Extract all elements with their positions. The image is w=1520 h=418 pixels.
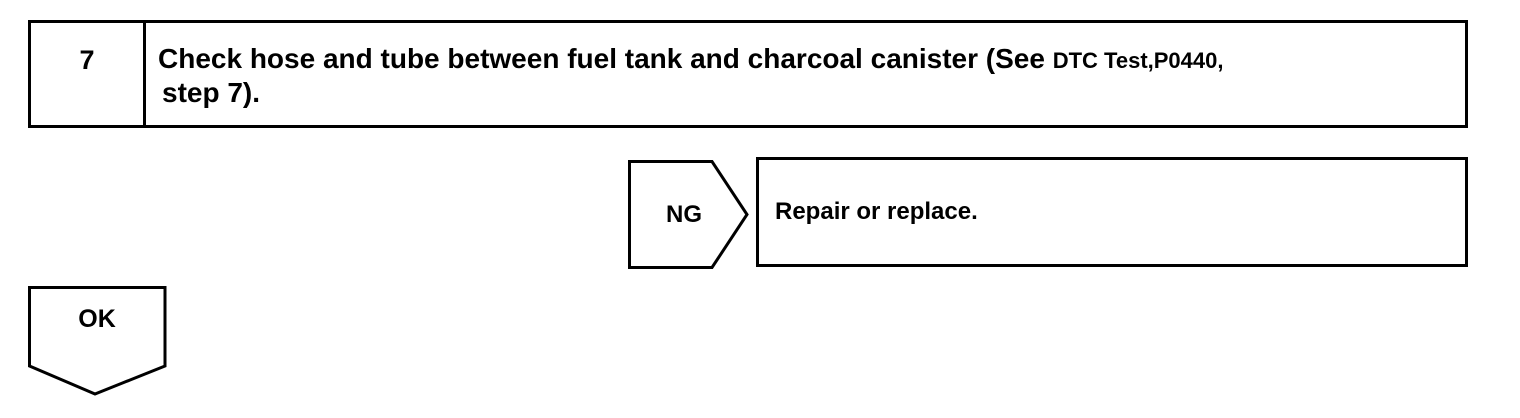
ok-label: OK [78,305,116,333]
ok-arrow-shape [28,286,167,396]
ng-label: NG [666,200,702,228]
ng-arrow-shape [628,160,749,269]
step-number: 7 [31,23,146,125]
repair-action-text: Repair or replace. [775,198,978,225]
step-instruction-line2: step 7). [162,77,261,108]
step-box: 7 Check hose and tube between fuel tank … [28,20,1468,128]
repair-action-box: Repair or replace. [756,157,1468,267]
step-instruction: Check hose and tube between fuel tank an… [146,23,1465,125]
step-instruction-reference: DTC Test,P0440, [1052,48,1224,73]
step-instruction-main: Check hose and tube between fuel tank an… [158,43,1053,74]
